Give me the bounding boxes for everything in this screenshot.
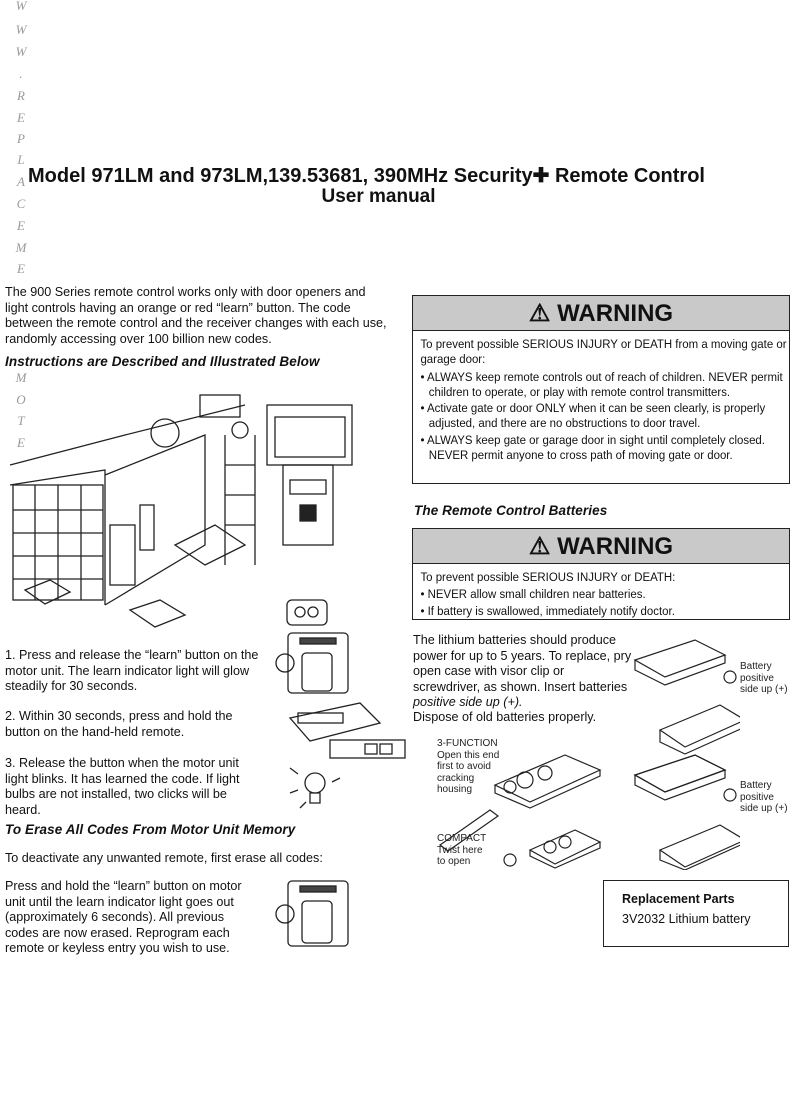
warning-box-gate: ⚠ WARNING To prevent possible SERIOUS IN… xyxy=(412,295,790,484)
battery-text: The lithium batteries should produce pow… xyxy=(413,633,632,694)
erase-instructions: Press and hold the “learn” button on mot… xyxy=(5,879,242,955)
replacement-parts-title: Replacement Parts xyxy=(622,892,735,906)
replacement-parts-box: Replacement Parts 3V2032 Lithium battery xyxy=(603,880,789,947)
learn-button-illustration xyxy=(275,632,406,809)
warning-triangle-icon: ⚠ xyxy=(528,300,551,327)
intro-paragraph: The 900 Series remote control works only… xyxy=(5,285,387,346)
label-note: Twist here to open xyxy=(437,844,483,868)
warning-intro: To prevent possible SERIOUS INJURY or DE… xyxy=(420,337,787,367)
step-3: 3. Release the button when the motor uni… xyxy=(5,756,240,817)
batteries-heading: The Remote Control Batteries xyxy=(414,503,608,518)
dispose-text: Dispose of old batteries properly. xyxy=(413,710,597,724)
warning-title: WARNING xyxy=(557,533,674,560)
warning-triangle-icon: ⚠ xyxy=(528,533,551,560)
label-title: COMPACT xyxy=(437,833,487,844)
instructions-heading: Instructions are Described and Illustrat… xyxy=(5,354,320,369)
warning-item: ALWAYS keep remote controls out of reach… xyxy=(420,370,787,401)
document-subtitle: User manual xyxy=(321,186,436,207)
replacement-part-item: 3V2032 Lithium battery xyxy=(622,912,751,926)
erase-heading: To Erase All Codes From Motor Unit Memor… xyxy=(5,822,296,837)
warning-header: ⚠ WARNING xyxy=(413,296,789,331)
warning-item: If battery is swallowed, immediately not… xyxy=(420,604,787,619)
warning-title: WARNING xyxy=(557,300,674,327)
warning-box-batteries: ⚠ WARNING To prevent possible SERIOUS IN… xyxy=(412,528,790,620)
battery-replacement-illustration xyxy=(633,639,740,870)
battery-text-italic: positive side up (+). xyxy=(413,695,523,709)
warning-intro: To prevent possible SERIOUS INJURY or DE… xyxy=(420,570,676,584)
warning-header: ⚠ WARNING xyxy=(413,529,789,564)
garage-installation-illustration xyxy=(9,394,353,628)
warning-item: NEVER allow small children near batterie… xyxy=(420,587,787,602)
label-note: Open this end first to avoid cracking ho… xyxy=(437,749,500,796)
battery-positive-label-2: Battery positive side up (+) xyxy=(740,780,788,814)
remote-opening-illustration xyxy=(438,754,602,869)
battery-positive-label-1: Battery positive side up (+) xyxy=(740,661,788,695)
step-2: 2. Within 30 seconds, press and hold the… xyxy=(5,709,233,739)
warning-item: Activate gate or door ONLY when it can b… xyxy=(420,401,787,432)
learn-button-hold-illustration xyxy=(275,880,349,947)
step-1: 1. Press and release the “learn” button … xyxy=(5,648,259,693)
document-title: Model 971LM and 973LM,139.53681, 390MHz … xyxy=(28,165,705,187)
warning-item: ALWAYS keep gate or garage door in sight… xyxy=(420,433,787,464)
label-title: 3-FUNCTION xyxy=(437,738,498,749)
erase-intro: To deactivate any unwanted remote, first… xyxy=(5,851,323,865)
battery-instructions: The lithium batteries should produce pow… xyxy=(413,633,633,711)
